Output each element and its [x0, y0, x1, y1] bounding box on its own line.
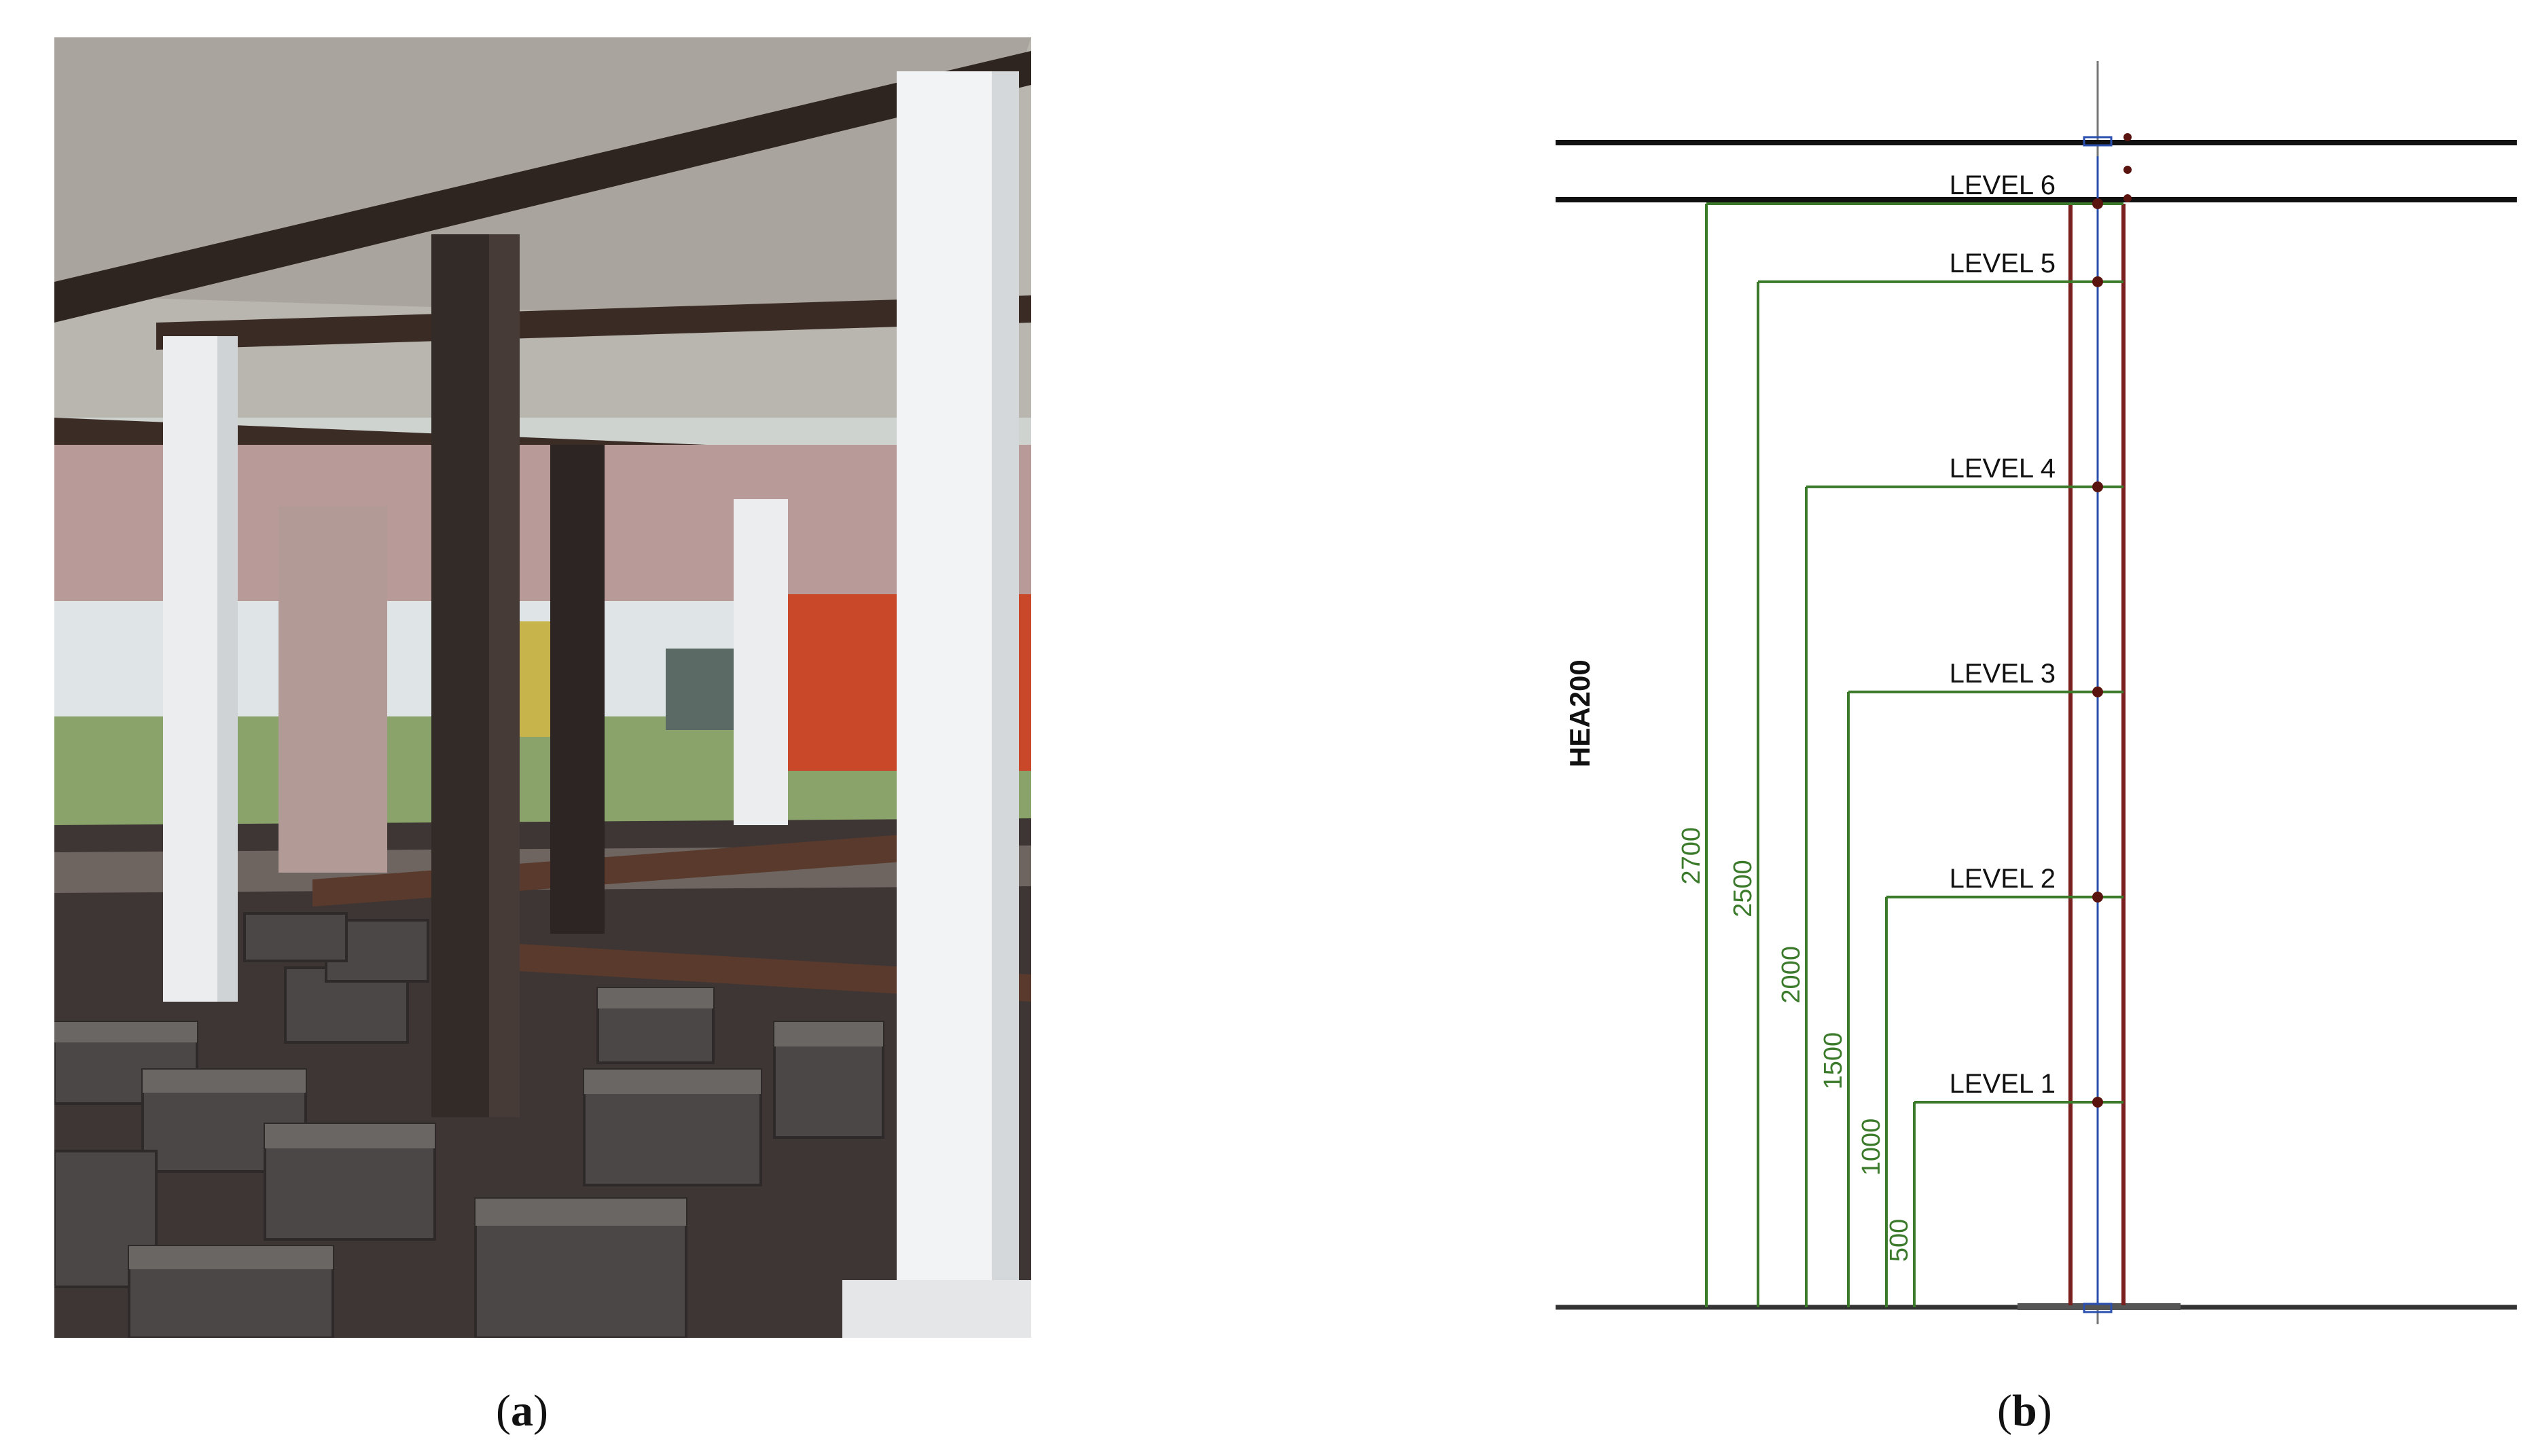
top-beam-marker [2123, 133, 2132, 141]
sensor-point [2092, 276, 2103, 287]
caption-b-letter: b [2011, 1386, 2037, 1436]
photo-panel [54, 37, 1031, 1338]
sensor-point [2092, 198, 2103, 209]
level-label: LEVEL 5 [1950, 249, 2056, 278]
dimension-value: 2000 [1777, 946, 1806, 1004]
sensor-point [2092, 891, 2103, 903]
dimension-value: 1000 [1857, 1118, 1886, 1176]
elevation-drawing: LEVEL 1 500 LEVEL 2 1000 LEVEL 3 1500 LEVEL 4 2… [1556, 61, 2517, 1324]
level-label: LEVEL 6 [1950, 170, 2056, 200]
dimension-value: 2700 [1677, 827, 1706, 885]
level-label: LEVEL 3 [1950, 659, 2056, 689]
caption-a: (a) [496, 1386, 548, 1436]
dimension-value: 500 [1885, 1219, 1914, 1262]
caption-a-letter: a [510, 1386, 533, 1436]
levels-group: LEVEL 1 500 LEVEL 2 1000 LEVEL 3 1500 LEVEL 4 2… [1677, 170, 2123, 1307]
level-label: LEVEL 2 [1950, 864, 2056, 894]
bottom-axis-marker [2083, 1303, 2113, 1313]
dimension-value: 2500 [1729, 860, 1757, 917]
caption-b: (b) [1997, 1386, 2052, 1436]
level-label: LEVEL 1 [1950, 1069, 2056, 1099]
section-label: HEA200 [1564, 659, 1596, 767]
photo-illustration [54, 37, 1031, 1338]
sensor-point [2092, 1096, 2103, 1108]
top-beam-marker [2123, 166, 2132, 174]
top-beam-marker [2123, 194, 2132, 202]
elevation-drawing-panel: LEVEL 1 500 LEVEL 2 1000 LEVEL 3 1500 LEVEL 4 2… [1542, 48, 2520, 1338]
top-axis-marker [2083, 136, 2113, 147]
base-plate [2018, 1303, 2181, 1310]
sensor-point [2092, 686, 2103, 697]
dimension-value: 1500 [1819, 1032, 1848, 1090]
sensor-point [2092, 481, 2103, 492]
level-label: LEVEL 4 [1950, 454, 2056, 484]
